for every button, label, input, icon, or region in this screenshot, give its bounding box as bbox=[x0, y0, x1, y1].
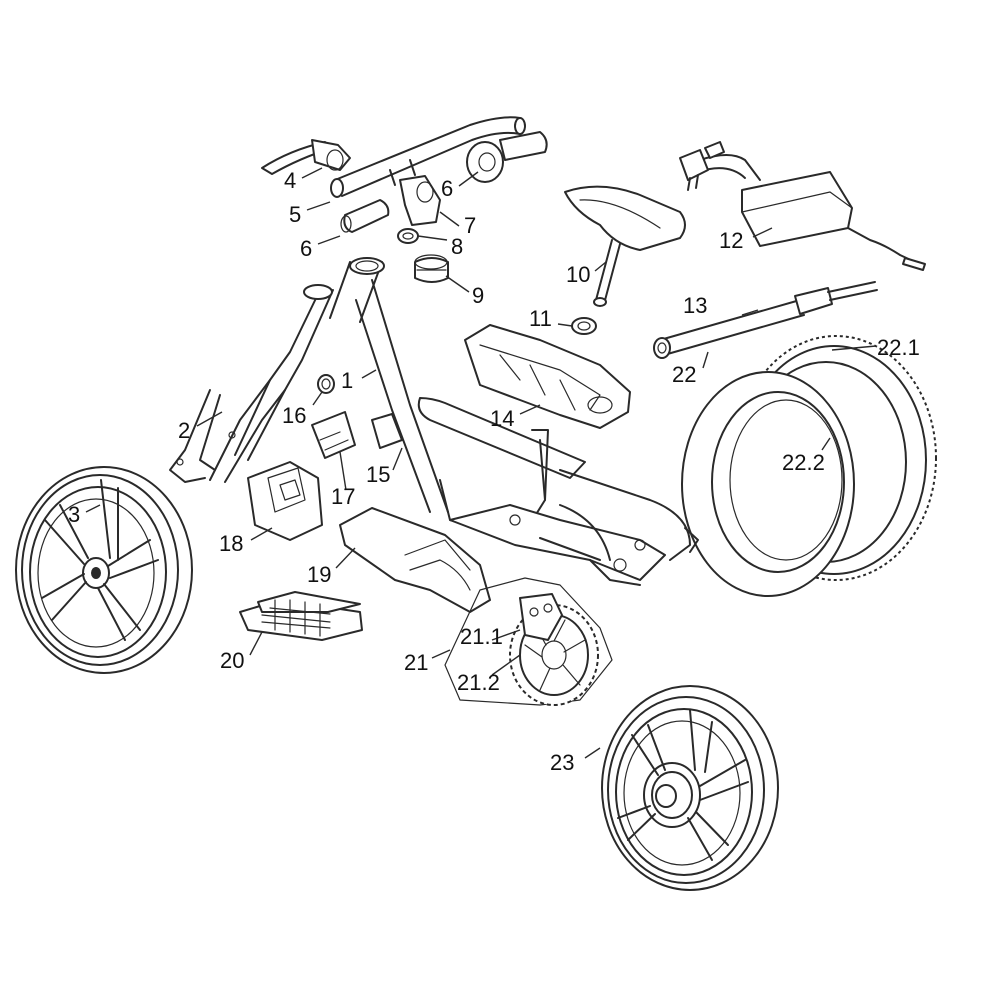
label-part-19: 19 bbox=[307, 562, 331, 587]
label-part-17: 17 bbox=[331, 484, 355, 509]
small-parts bbox=[247, 374, 403, 541]
label-part-20: 20 bbox=[220, 648, 244, 673]
label-part-16: 16 bbox=[282, 403, 306, 428]
rear-shock bbox=[653, 281, 878, 359]
controller-housing bbox=[464, 324, 631, 429]
label-part-3: 3 bbox=[68, 502, 80, 527]
label-part-6-left: 6 bbox=[300, 236, 312, 261]
rear-wheel bbox=[601, 685, 779, 891]
label-part-8: 8 bbox=[451, 234, 463, 259]
brake-disc-assembly bbox=[444, 577, 613, 706]
label-part-21-2: 21.2 bbox=[457, 670, 500, 695]
label-part-5: 5 bbox=[289, 202, 301, 227]
brake-lever bbox=[261, 139, 351, 175]
leader-lines bbox=[85, 167, 877, 759]
label-part-21: 21 bbox=[404, 650, 428, 675]
label-part-11: 11 bbox=[529, 306, 552, 331]
battery-cover bbox=[339, 507, 491, 613]
main-frame bbox=[329, 257, 699, 586]
label-part-22: 22 bbox=[672, 362, 696, 387]
label-part-6-right: 6 bbox=[441, 176, 453, 201]
label-part-13: 13 bbox=[683, 293, 707, 318]
label-part-12: 12 bbox=[719, 228, 743, 253]
seat-clamp bbox=[571, 317, 597, 335]
seat bbox=[564, 185, 686, 307]
handlebar bbox=[330, 116, 548, 233]
part-labels: 1 2 3 4 5 6 6 7 8 9 10 11 12 13 14 15 16… bbox=[68, 168, 920, 775]
footboard bbox=[239, 591, 363, 641]
label-part-18: 18 bbox=[219, 531, 243, 556]
label-part-10: 10 bbox=[566, 262, 590, 287]
headset-bearing bbox=[414, 254, 449, 283]
label-part-15: 15 bbox=[366, 462, 390, 487]
front-fork bbox=[169, 284, 334, 483]
charger bbox=[679, 141, 926, 271]
label-part-9: 9 bbox=[472, 283, 484, 308]
label-part-22-1: 22.1 bbox=[877, 335, 920, 360]
stem-clamp bbox=[397, 175, 441, 244]
label-part-4: 4 bbox=[284, 168, 296, 193]
label-part-21-1: 21.1 bbox=[460, 624, 503, 649]
label-part-14: 14 bbox=[490, 406, 514, 431]
label-part-22-2: 22.2 bbox=[782, 450, 825, 475]
front-wheel bbox=[15, 466, 193, 674]
label-part-7: 7 bbox=[464, 213, 476, 238]
label-part-2: 2 bbox=[178, 418, 190, 443]
label-part-23: 23 bbox=[550, 750, 574, 775]
label-part-1: 1 bbox=[341, 368, 353, 393]
rear-tire-assembly bbox=[681, 335, 937, 597]
